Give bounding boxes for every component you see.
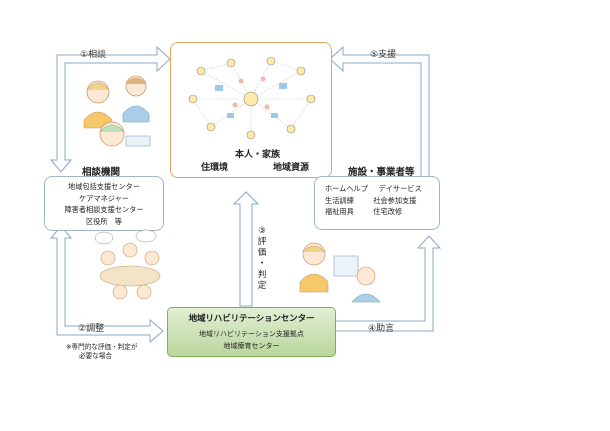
service-item: 福祉用具 [325, 207, 354, 216]
right-box-title: 施設・事業者等 [348, 167, 415, 178]
service-item: 生活訓練 [325, 195, 354, 205]
step-adjust-label: ②調整 [78, 324, 105, 334]
service-row: 福祉用具 住宅改修 [325, 206, 422, 218]
center-environment-label: 住環境 [201, 163, 229, 173]
meeting-illustration [94, 229, 161, 300]
arrow-advice [333, 235, 442, 332]
arrow-support [329, 45, 430, 179]
step-consult-label: ①相談 [80, 50, 107, 60]
rehab-center-line: 地域療育センター [223, 342, 280, 350]
arrow-evaluate [232, 191, 260, 307]
arrow-adjust [49, 225, 164, 344]
facilities-box: ホームヘルプ デイサービス 生活訓練 社会参加支援 福祉用具 住宅改修 [314, 176, 440, 230]
agency-item: 地域包括支援センター [68, 182, 140, 191]
note-line2: 必要な場合 [79, 352, 112, 360]
note-line1: ※専門的な評価・判定が [66, 343, 138, 351]
consultation-illustration [83, 75, 151, 147]
advice-illustration [299, 242, 381, 303]
center-resources-label: 地域資源 [273, 163, 310, 173]
step-support-label: ⑤支援 [370, 50, 397, 60]
arrow-consult [49, 45, 171, 173]
service-row: ホームヘルプ デイサービス [325, 183, 422, 195]
agency-item: ケアマネジャー [79, 193, 129, 203]
left-box-title: 相談機関 [82, 167, 121, 178]
center-network-box: 本人・家族 住環境 地域資源 [170, 42, 332, 178]
center-main-label: 本人・家族 [235, 150, 281, 160]
agency-item: 区役所 等 [86, 216, 122, 226]
agency-item: 障害者相談支援センター [64, 205, 144, 214]
service-item: 社会参加支援 [373, 195, 417, 205]
consultation-agencies-box: 地域包括支援センター ケアマネジャー 障害者相談支援センター 区役所 等 [44, 176, 164, 231]
service-item: デイサービス [378, 184, 422, 193]
rehab-center-box: 地域リハビリテーションセンター 地域リハビリテーション支援拠点 地域療育センター [167, 307, 336, 357]
rehab-center-line: 地域リハビリテーション支援拠点 [199, 330, 304, 338]
service-item: ホームヘルプ [325, 184, 368, 193]
network-illustration [188, 56, 316, 140]
rehab-center-title: 地域リハビリテーションセンター [188, 314, 315, 324]
service-row: 生活訓練 社会参加支援 [325, 195, 422, 207]
service-item: 住宅改修 [373, 207, 403, 216]
step-advice-label: ④助言 [368, 324, 395, 334]
